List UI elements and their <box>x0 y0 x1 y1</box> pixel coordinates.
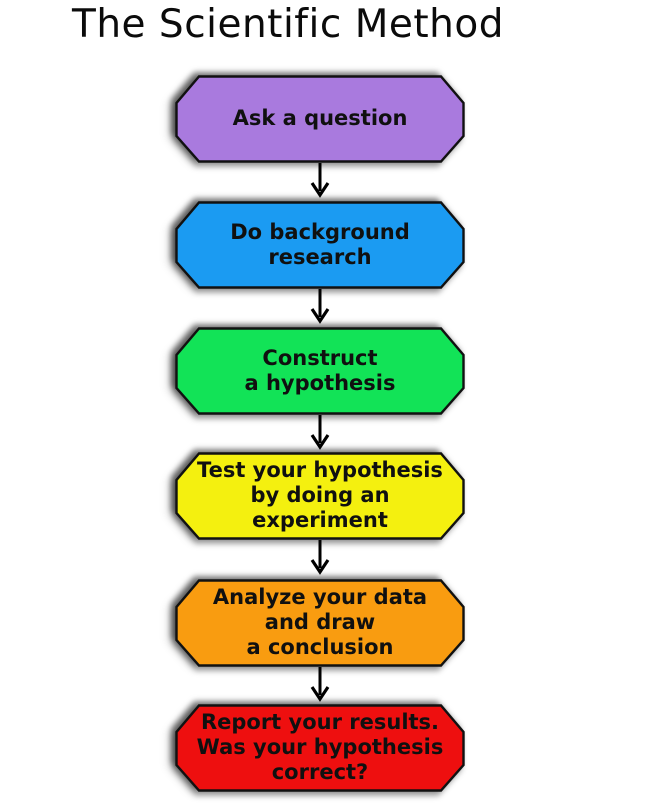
octagon-shape <box>175 579 465 667</box>
flowchart-step-background-research: Do background research <box>175 201 465 289</box>
flowchart-step-analyze-data: Analyze your data and draw a conclusion <box>175 579 465 667</box>
octagon-shape <box>175 704 465 792</box>
octagon-shape <box>175 201 465 289</box>
octagon-shape <box>175 452 465 540</box>
step-label: Do background research <box>230 219 410 269</box>
octagon-shape <box>175 75 465 163</box>
octagon-shape <box>175 327 465 415</box>
arrow-down-icon <box>310 415 330 450</box>
flowchart-step-ask-question: Ask a question <box>175 75 465 163</box>
flowchart-step-test-hypothesis: Test your hypothesis by doing an experim… <box>175 452 465 540</box>
step-label: Test your hypothesis by doing an experim… <box>197 458 443 532</box>
flowchart-step-report-results: Report your results. Was your hypothesis… <box>175 704 465 792</box>
step-label: Report your results. Was your hypothesis… <box>196 710 444 784</box>
step-label: Ask a question <box>232 106 408 130</box>
arrow-down-icon <box>310 163 330 198</box>
flowchart-step-construct-hypothesis: Construct a hypothesis <box>175 327 465 415</box>
arrow-down-icon <box>310 540 330 575</box>
arrow-down-icon <box>310 289 330 324</box>
arrow-down-icon <box>310 667 330 702</box>
page-title: The Scientific Method <box>72 2 504 47</box>
step-label: Construct a hypothesis <box>244 345 396 395</box>
step-label: Analyze your data and draw a conclusion <box>212 585 428 659</box>
